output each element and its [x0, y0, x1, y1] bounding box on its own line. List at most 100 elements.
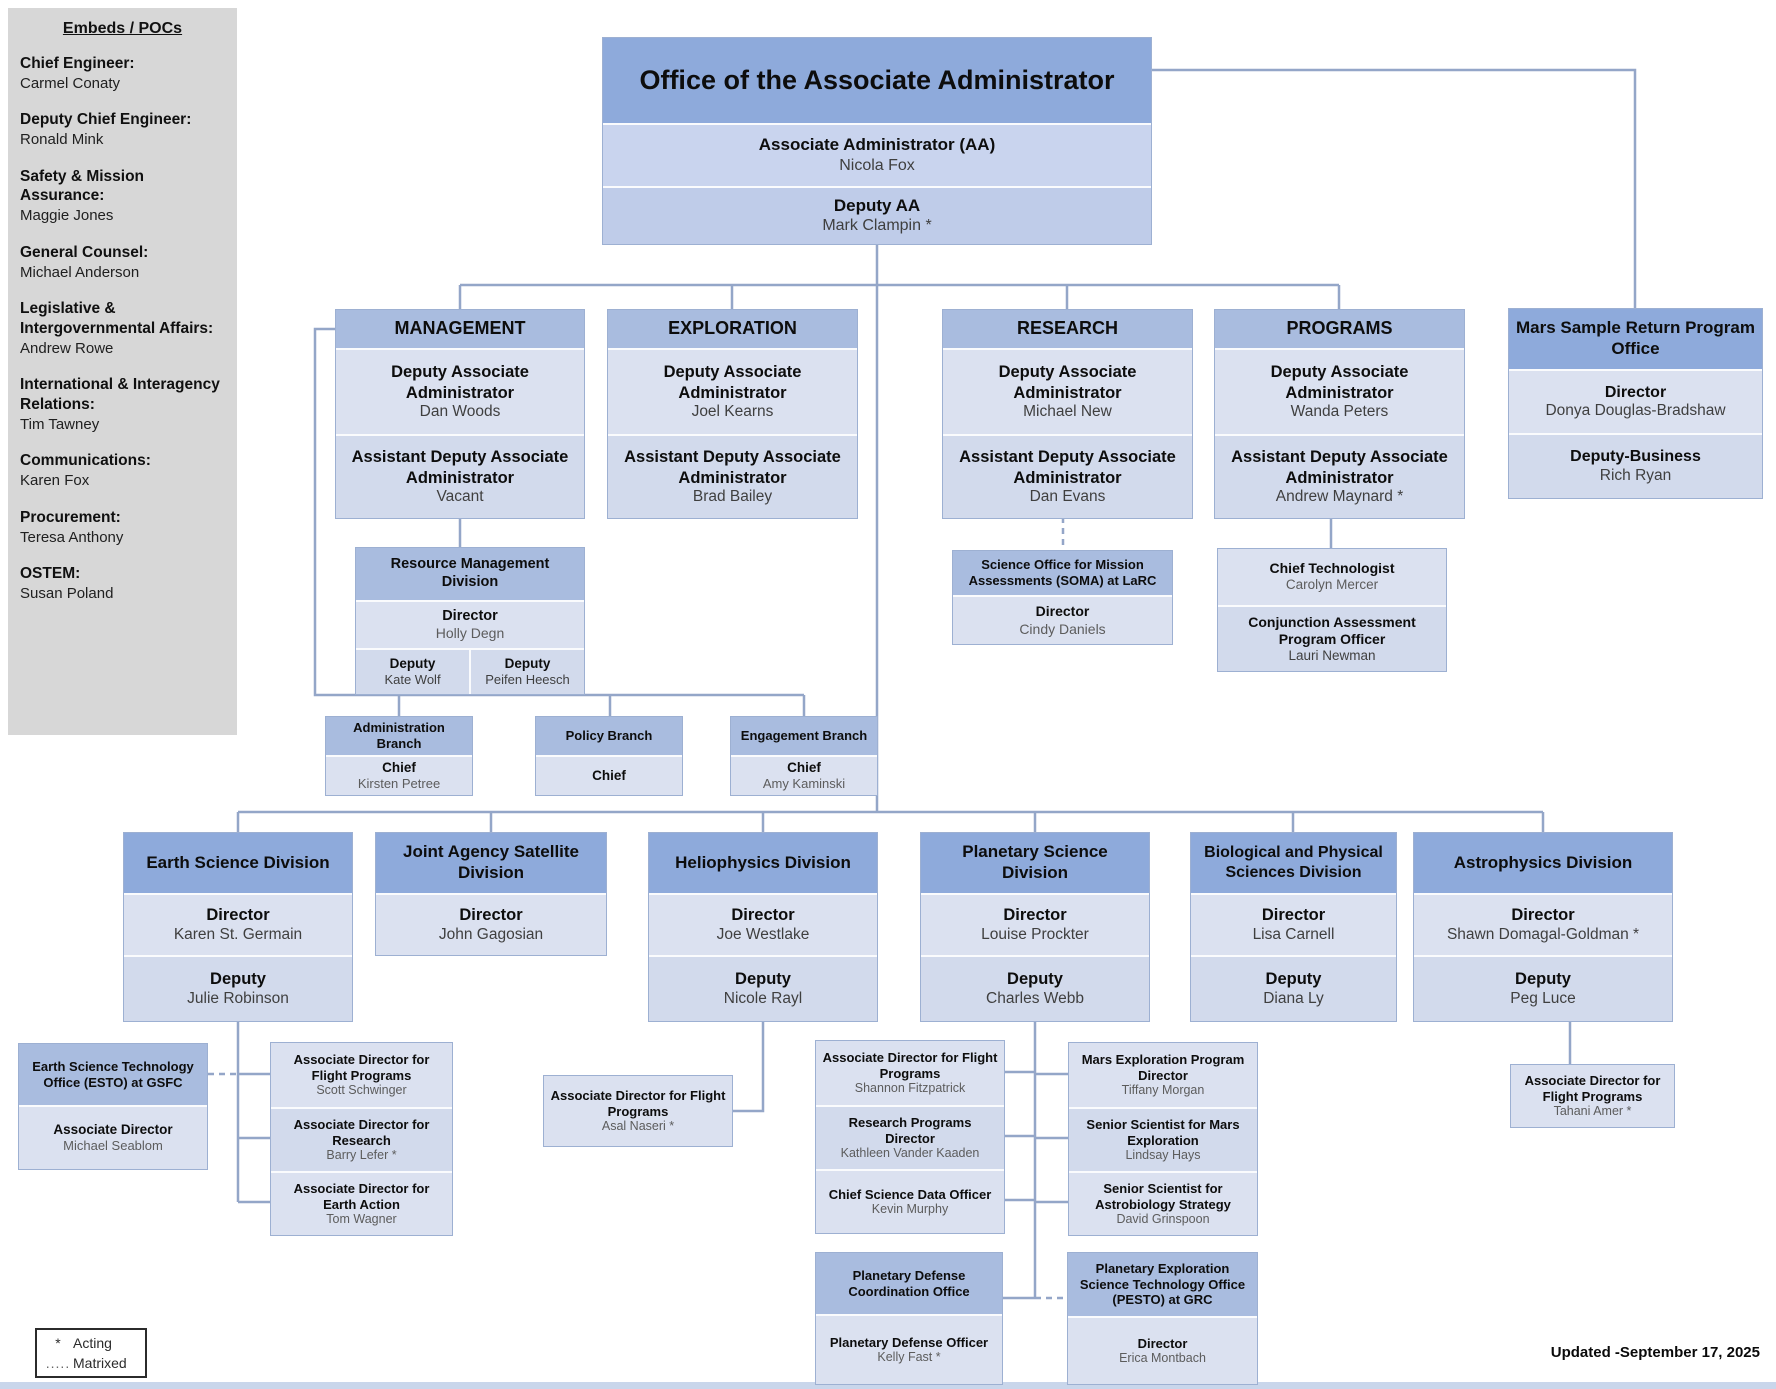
branch-header-label: Administration Branch	[353, 720, 445, 751]
role-title: Deputy	[1007, 970, 1063, 989]
associate-director-flight-programs-row: Associate Director for Flight Programs A…	[544, 1076, 732, 1146]
heliophysics-division-box: Heliophysics Division Director Joe Westl…	[648, 832, 878, 1022]
division-header-label: Earth Science Division	[146, 852, 330, 872]
associate-director-flight-programs-row: Associate Director for Flight Programs S…	[271, 1043, 452, 1107]
deputy-cell: Deputy Kate Wolf	[356, 650, 469, 694]
role-name: David Grinspoon	[1116, 1212, 1210, 1227]
role-name: Charles Webb	[986, 989, 1084, 1007]
role-title: Director	[206, 906, 270, 925]
legend-matrixed-row: ..... Matrixed	[43, 1353, 139, 1373]
deputy-row: Deputy Nicole Rayl	[649, 955, 877, 1021]
planetary-defense-officer-row: Planetary Defense Officer Kelly Fast *	[816, 1314, 1002, 1384]
role-title: Assistant Deputy Associate Administrator	[624, 448, 841, 487]
director-row: Director Holly Degn	[356, 600, 584, 648]
list-item-deputy-chief-engineer: Deputy Chief Engineer: Ronald Mink	[20, 110, 225, 149]
soma-box: Science Office for Mission Assessments (…	[952, 550, 1173, 645]
role-title: Associate Director for Flight Programs	[1524, 1072, 1661, 1104]
division-header-label: Biological and Physical Sciences Divisio…	[1204, 844, 1383, 881]
branch-header: Policy Branch	[536, 717, 682, 755]
poc-name: Michael Anderson	[20, 263, 140, 281]
research-box: RESEARCH Deputy Associate Administrator …	[942, 309, 1193, 519]
role-name: Shawn Domagal-Goldman *	[1446, 925, 1640, 943]
role-title: Deputy	[389, 656, 436, 672]
associate-director-row: Associate Director Michael Seablom	[19, 1105, 207, 1169]
deputy-associate-administrator-row: Deputy Associate Administrator Michael N…	[943, 348, 1192, 434]
role-name: Donya Douglas-Bradshaw	[1545, 402, 1726, 420]
role-title: Deputy Associate Administrator	[1270, 363, 1409, 402]
role-name: Kirsten Petree	[357, 776, 441, 792]
embeds-pocs-panel: Embeds / POCs Chief Engineer: Carmel Con…	[8, 8, 237, 735]
role-title: Assistant Deputy Associate Administrator	[959, 448, 1176, 487]
director-row: Director Lisa Carnell	[1191, 893, 1396, 955]
mars-sample-return-box: Mars Sample Return Program Office Direct…	[1508, 308, 1763, 499]
management-header: MANAGEMENT	[336, 310, 584, 348]
poc-role: Deputy Chief Engineer:	[20, 111, 192, 129]
column-header-label: PROGRAMS	[1286, 318, 1393, 339]
poc-name: Maggie Jones	[20, 207, 114, 225]
role-title: Director	[731, 906, 795, 925]
role-name: Tiffany Morgan	[1121, 1083, 1205, 1098]
astrophysics-division-box: Astrophysics Division Director Shawn Dom…	[1413, 832, 1673, 1022]
poc-name: Ronald Mink	[20, 131, 104, 149]
role-title: Chief	[787, 760, 821, 776]
administration-branch-box: Administration Branch Chief Kirsten Petr…	[325, 716, 473, 796]
role-name: John Gagosian	[438, 925, 544, 943]
role-title: Associate Director for Flight Programs	[293, 1051, 430, 1083]
role-title: Deputy	[210, 970, 266, 989]
poc-name: Carmel Conaty	[20, 74, 121, 92]
poc-name: Andrew Rowe	[20, 339, 114, 357]
poc-role: Safety & Mission Assurance:	[20, 167, 145, 205]
deputy-row: Deputy Charles Webb	[921, 955, 1149, 1021]
chief-science-data-officer-row: Chief Science Data Officer Kevin Murphy	[816, 1169, 1004, 1233]
list-item-international-relations: International & Interagency Relations: T…	[20, 375, 225, 434]
deputy-business-row: Deputy-Business Rich Ryan	[1509, 433, 1762, 498]
deputy-associate-administrator-row: Deputy Associate Administrator Wanda Pet…	[1215, 348, 1464, 434]
list-item-legislative-affairs: Legislative & Intergovernmental Affairs:…	[20, 299, 225, 358]
mars-sample-return-header: Mars Sample Return Program Office	[1509, 309, 1762, 369]
associate-director-flight-programs-row: Associate Director for Flight Programs T…	[1511, 1065, 1674, 1127]
legend-acting-row: * Acting	[43, 1333, 139, 1353]
policy-branch-box: Policy Branch Chief	[535, 716, 683, 796]
role-name: Lauri Newman	[1288, 647, 1376, 663]
role-title: Deputy	[1265, 970, 1322, 989]
division-header-label: Joint Agency Satellite Division	[402, 842, 580, 882]
exploration-box: EXPLORATION Deputy Associate Administrat…	[607, 309, 858, 519]
role-name: Dan Woods	[419, 403, 501, 420]
role-name: Kelly Fast *	[877, 1350, 941, 1365]
poc-role: International & Interagency Relations:	[20, 376, 220, 414]
role-title: Chief Science Data Officer	[828, 1186, 992, 1202]
division-header-label: Heliophysics Division	[675, 852, 851, 872]
conjunction-assessment-row: Conjunction Assessment Program Officer L…	[1218, 605, 1446, 671]
earth-science-associate-directors-stack: Associate Director for Flight Programs S…	[270, 1042, 453, 1236]
branch-header-label: Policy Branch	[565, 728, 653, 744]
esto-header: Earth Science Technology Office (ESTO) a…	[19, 1044, 207, 1105]
role-title: Associate Administrator (AA)	[758, 135, 996, 155]
poc-name: Karen Fox	[20, 472, 90, 490]
role-title: Associate Director for Flight Programs	[822, 1049, 998, 1081]
role-name: Tom Wagner	[326, 1212, 397, 1227]
chief-technologist-row: Chief Technologist Carolyn Mercer	[1218, 549, 1446, 605]
role-title: Associate Director	[53, 1122, 173, 1138]
bottom-border-strip	[0, 1382, 1776, 1389]
assistant-deputy-aa-row: Assistant Deputy Associate Administrator…	[943, 434, 1192, 518]
research-programs-director-row: Research Programs Director Kathleen Vand…	[816, 1105, 1004, 1169]
matrixed-symbol: .....	[45, 1355, 71, 1371]
planetary-defense-coordination-office-box: Planetary Defense Coordination Office Pl…	[815, 1252, 1003, 1385]
role-name: Scott Schwinger	[316, 1083, 407, 1098]
poc-name: Susan Poland	[20, 584, 114, 602]
role-name: Mark Clampin *	[822, 217, 932, 235]
chief-row: Chief	[536, 755, 682, 795]
role-title: Mars Exploration Program Director	[1081, 1051, 1245, 1083]
role-name: Kevin Murphy	[871, 1202, 949, 1217]
pesto-box: Planetary Exploration Science Technology…	[1067, 1252, 1258, 1385]
planetary-science-division-box: Planetary Science Division Director Loui…	[920, 832, 1150, 1022]
resource-management-division-box: Resource Management Division Director Ho…	[355, 547, 585, 695]
branch-header: Administration Branch	[326, 717, 472, 755]
assistant-deputy-aa-row: Assistant Deputy Associate Administrator…	[336, 434, 584, 518]
role-name: Dan Evans	[1029, 488, 1106, 505]
branch-header: Engagement Branch	[731, 717, 877, 755]
list-item-chief-engineer: Chief Engineer: Carmel Conaty	[20, 54, 225, 93]
role-title: Associate Director for Earth Action	[293, 1180, 430, 1212]
apd-associate-director-flight-programs-box: Associate Director for Flight Programs T…	[1510, 1064, 1675, 1128]
role-name: Vacant	[436, 488, 484, 505]
